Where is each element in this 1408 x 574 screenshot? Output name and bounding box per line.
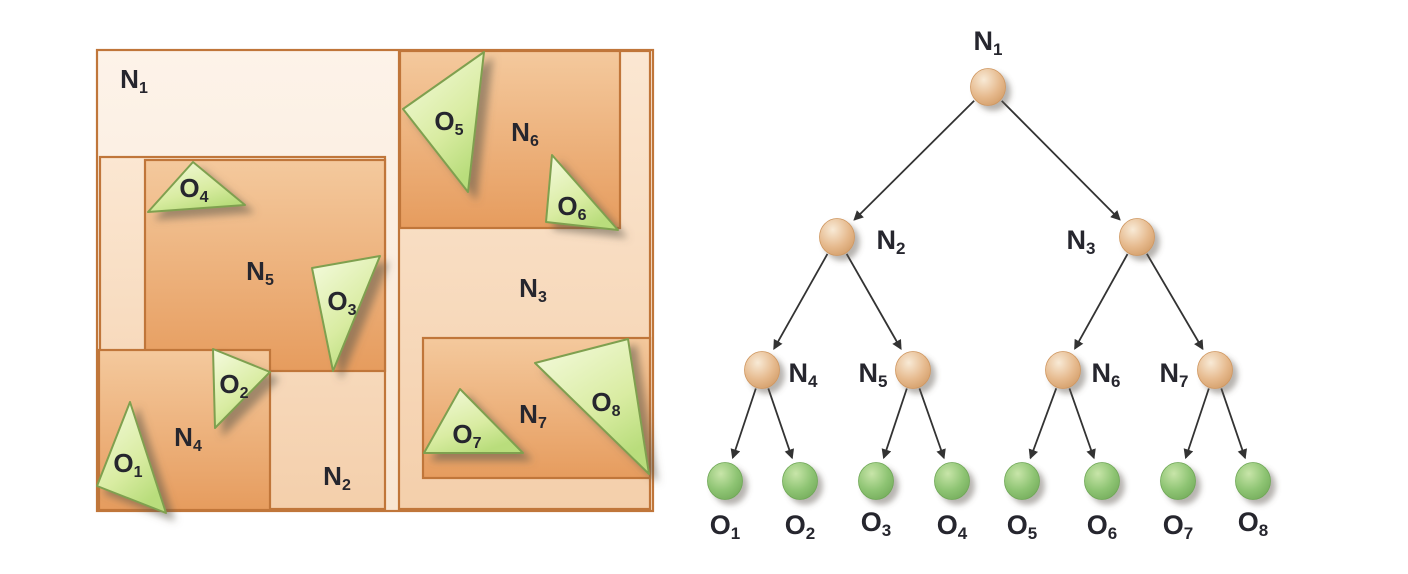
- tree-node-O2: [782, 462, 818, 500]
- tree-node-label-O4: O4: [937, 510, 968, 543]
- tree-node-O4: [934, 462, 970, 500]
- tree-node-N5: [895, 351, 931, 389]
- object-label-O8: O8: [591, 387, 620, 420]
- tree-node-label-N3: N3: [1067, 225, 1096, 258]
- object-label-O7: O7: [452, 419, 481, 452]
- mbr-label-N7: N7: [519, 399, 547, 432]
- tree-node-O5: [1004, 462, 1040, 500]
- tree-node-label-N7: N7: [1160, 358, 1189, 391]
- mbr-label-N1: N1: [120, 64, 148, 97]
- tree-edge-N3-N6: [1074, 253, 1129, 350]
- object-O8: [534, 338, 650, 475]
- object-label-O2: O2: [219, 369, 248, 402]
- mbr-label-N6: N6: [511, 117, 539, 150]
- mbr-label-N5: N5: [246, 256, 274, 289]
- object-O7: [423, 388, 524, 454]
- tree-edge-N6-O6: [1068, 388, 1096, 460]
- tree-nodes: [707, 68, 1271, 500]
- tree-edge-N5-O3: [881, 388, 908, 460]
- tree-node-N3: [1119, 218, 1155, 256]
- object-O2: [212, 348, 271, 429]
- tree-edge-N2-N4: [773, 253, 829, 350]
- tree-node-N2: [819, 218, 855, 256]
- tree-node-label-O5: O5: [1007, 510, 1037, 543]
- tree-node-O6: [1084, 462, 1120, 500]
- tree-node-label-O7: O7: [1163, 510, 1193, 543]
- tree-node-N7: [1197, 351, 1233, 389]
- object-O3: [311, 255, 381, 372]
- tree-node-label-O3: O3: [861, 507, 891, 540]
- tree-node-label-O8: O8: [1238, 507, 1268, 540]
- tree-node-O1: [707, 462, 743, 500]
- tree-edge-N3-N7: [1146, 253, 1204, 351]
- tree-node-O7: [1160, 462, 1196, 500]
- tree-edge-N6-O5: [1028, 387, 1058, 460]
- mbr-label-N4: N4: [174, 422, 202, 455]
- tree-edge-N4-O2: [767, 388, 795, 460]
- tree-node-N1: [970, 68, 1006, 106]
- mbr-label-N2: N2: [323, 461, 351, 494]
- object-O5: [402, 51, 485, 193]
- tree-edges: [730, 100, 1248, 460]
- mbr-label-N3: N3: [519, 273, 547, 306]
- tree-node-label-N6: N6: [1092, 358, 1121, 391]
- tree-node-label-O2: O2: [785, 510, 815, 543]
- object-O6: [545, 154, 619, 231]
- object-label-O1: O1: [113, 448, 142, 481]
- tree-node-label-N1: N1: [974, 26, 1003, 59]
- tree-node-O3: [858, 462, 894, 500]
- tree-edge-N7-O7: [1183, 388, 1210, 460]
- object-label-O4: O4: [179, 173, 208, 206]
- tree-node-label-N4: N4: [789, 358, 819, 391]
- object-label-O3: O3: [327, 286, 356, 319]
- tree-edge-N4-O1: [730, 388, 757, 460]
- tree-edge-N1-N3: [1001, 100, 1121, 221]
- object-label-O6: O6: [557, 191, 586, 224]
- object-label-O5: O5: [434, 106, 463, 139]
- tree-node-label-N5: N5: [859, 358, 888, 391]
- tree-node-label-O1: O1: [710, 510, 740, 543]
- spatial-triangles: [96, 51, 650, 514]
- tree-node-label-N2: N2: [877, 225, 906, 258]
- tree-node-N4: [744, 351, 780, 389]
- tree-edge-N5-O4: [918, 388, 946, 460]
- tree-edge-N1-N2: [853, 100, 975, 221]
- tree-edge-N7-O8: [1220, 388, 1248, 460]
- object-O1: [96, 401, 167, 514]
- tree-node-N6: [1045, 351, 1081, 389]
- tree-edge-N2-N5: [845, 253, 902, 351]
- tree-node-O8: [1235, 462, 1271, 500]
- tree-node-label-O6: O6: [1087, 510, 1117, 543]
- object-O4: [147, 161, 246, 213]
